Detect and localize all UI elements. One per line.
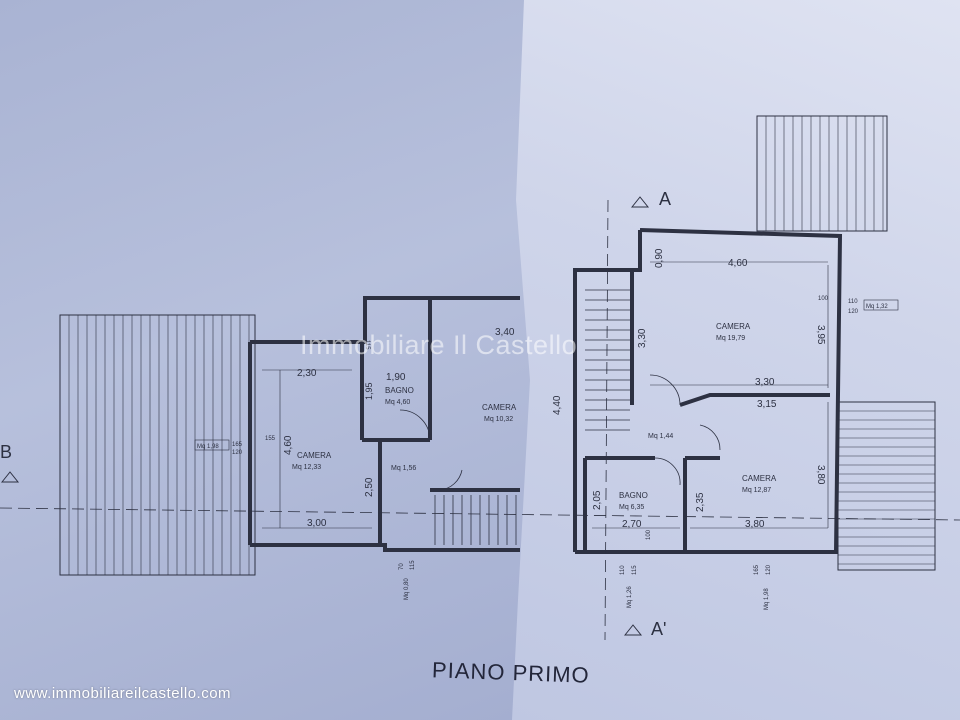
svg-text:4,60: 4,60 bbox=[728, 258, 748, 269]
dimension-lines bbox=[262, 261, 829, 529]
walls-right bbox=[573, 228, 843, 554]
terrace-left bbox=[59, 314, 256, 576]
svg-text:115: 115 bbox=[632, 565, 638, 575]
svg-text:165: 165 bbox=[754, 564, 760, 575]
svg-text:120: 120 bbox=[232, 450, 243, 456]
svg-text:2,70: 2,70 bbox=[622, 519, 642, 530]
dimension-labels: 2,30 1,90 1,95 4,60 3,00 2,50 3,40 4,40 … bbox=[283, 248, 826, 530]
svg-text:4,60: 4,60 bbox=[283, 435, 294, 455]
section-a-label: A bbox=[659, 189, 671, 209]
svg-text:110: 110 bbox=[620, 565, 626, 575]
door-swings bbox=[399, 374, 721, 491]
svg-text:Mq 4,60: Mq 4,60 bbox=[385, 399, 410, 406]
section-line-b bbox=[0, 507, 960, 521]
room-camera-2: CAMERA Mq 10,32 bbox=[482, 403, 517, 423]
svg-text:110: 110 bbox=[848, 299, 858, 305]
room-camera-1: CAMERA Mq 12,33 bbox=[292, 451, 332, 471]
svg-text:0,90: 0,90 bbox=[654, 248, 665, 268]
section-line-a bbox=[604, 199, 609, 641]
svg-text:155: 155 bbox=[265, 436, 276, 442]
svg-text:Mq 1,26: Mq 1,26 bbox=[627, 586, 633, 608]
watermark: Immobiliare Il Castello bbox=[300, 330, 578, 360]
svg-text:3,40: 3,40 bbox=[495, 327, 515, 338]
svg-text:3,80: 3,80 bbox=[745, 519, 765, 530]
paper-sheet-left bbox=[0, 0, 530, 720]
svg-text:Mq 1,32: Mq 1,32 bbox=[866, 304, 888, 310]
svg-text:Mq 10,32: Mq 10,32 bbox=[484, 416, 513, 423]
svg-text:100: 100 bbox=[646, 529, 652, 540]
svg-text:2,05: 2,05 bbox=[592, 490, 603, 510]
floor-title: PIANO PRIMO bbox=[431, 657, 591, 688]
walls-left bbox=[248, 296, 520, 552]
svg-text:CAMERA: CAMERA bbox=[297, 451, 332, 460]
svg-text:3,00: 3,00 bbox=[307, 518, 327, 529]
svg-text:3,95: 3,95 bbox=[815, 325, 826, 345]
room-camera-3: CAMERA Mq 19,79 bbox=[716, 322, 751, 342]
window-tag-bottom-left: Mq 0,80 70 115 bbox=[399, 560, 416, 600]
svg-text:BAGNO: BAGNO bbox=[385, 386, 414, 395]
svg-text:CAMERA: CAMERA bbox=[716, 322, 751, 331]
window-tag-left: Mq 1,98 165 120 bbox=[194, 439, 243, 456]
small-number-labels: 155 100 115 100 bbox=[265, 296, 829, 540]
window-tag-bottom-mid: Mq 1,26 110 115 bbox=[620, 565, 638, 608]
svg-text:CAMERA: CAMERA bbox=[482, 403, 517, 412]
svg-text:CAMERA: CAMERA bbox=[742, 474, 777, 483]
section-a-arrow-icon bbox=[630, 196, 650, 208]
svg-text:3,30: 3,30 bbox=[637, 328, 648, 348]
hall-area-right: Mq 1,44 bbox=[648, 433, 673, 440]
website-url: www.immobiliareilcastello.com bbox=[14, 685, 232, 702]
window-tag-right-top: Mq 1,32 110 120 bbox=[848, 299, 899, 315]
svg-text:2,50: 2,50 bbox=[364, 477, 375, 497]
svg-text:3,15: 3,15 bbox=[757, 399, 777, 410]
svg-text:165: 165 bbox=[232, 442, 243, 448]
svg-text:100: 100 bbox=[818, 296, 829, 302]
svg-text:1,95: 1,95 bbox=[364, 382, 374, 400]
svg-text:Mq 12,87: Mq 12,87 bbox=[742, 487, 771, 494]
window-tag-bottom-right: Mq 1,98 165 120 bbox=[754, 564, 772, 610]
terrace-right bbox=[837, 401, 936, 571]
svg-text:Mq 0,80: Mq 0,80 bbox=[404, 578, 410, 600]
svg-text:Mq 1,98: Mq 1,98 bbox=[197, 444, 219, 450]
hall-area-left: Mq 1,56 bbox=[391, 465, 416, 472]
svg-text:Mq 19,79: Mq 19,79 bbox=[716, 335, 745, 342]
svg-text:1,90: 1,90 bbox=[386, 372, 406, 383]
svg-text:4,40: 4,40 bbox=[552, 395, 563, 415]
terrace-top-right bbox=[756, 115, 888, 232]
svg-text:Mq 12,33: Mq 12,33 bbox=[292, 464, 321, 471]
svg-text:115: 115 bbox=[410, 560, 416, 570]
section-b-arrow-icon bbox=[0, 471, 20, 483]
section-a-prime-label: A' bbox=[651, 619, 666, 639]
svg-text:70: 70 bbox=[399, 563, 405, 570]
section-b-label: B bbox=[0, 442, 12, 462]
svg-text:120: 120 bbox=[848, 309, 859, 315]
svg-text:120: 120 bbox=[766, 564, 772, 575]
svg-text:BAGNO: BAGNO bbox=[619, 491, 648, 500]
room-bagno-2: BAGNO Mq 6,35 bbox=[619, 491, 648, 511]
svg-text:115: 115 bbox=[364, 340, 370, 350]
room-bagno-1: BAGNO Mq 4,60 bbox=[385, 386, 414, 406]
svg-text:Mq 6,35: Mq 6,35 bbox=[619, 504, 644, 511]
svg-text:3,80: 3,80 bbox=[815, 465, 826, 485]
room-camera-4: CAMERA Mq 12,87 bbox=[742, 474, 777, 494]
section-a-prime-arrow-icon bbox=[623, 624, 643, 636]
svg-text:3,30: 3,30 bbox=[755, 377, 775, 388]
svg-text:2,35: 2,35 bbox=[695, 492, 706, 512]
svg-text:2,30: 2,30 bbox=[297, 368, 317, 379]
svg-text:Mq 1,98: Mq 1,98 bbox=[764, 588, 770, 610]
